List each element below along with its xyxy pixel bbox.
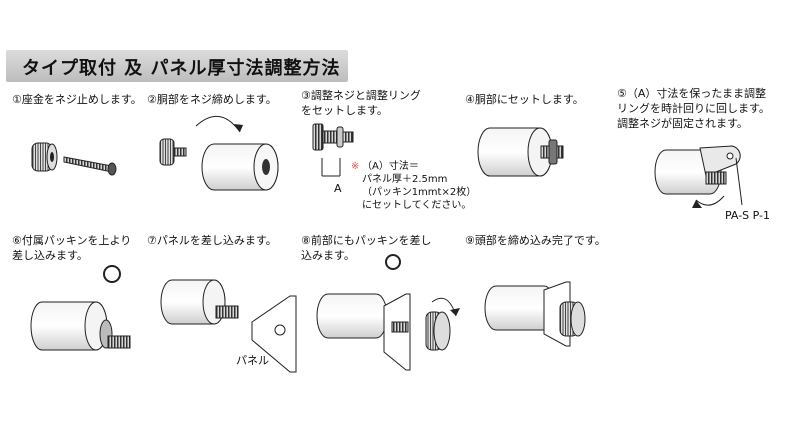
step-5-caption: ⑤（A）寸法を保ったまま調整 リングを時計回りに回します。 調整ネジが固定されま… — [617, 87, 770, 130]
step-3-caption: ③調整ネジと調整リング をセットします。 — [301, 89, 421, 117]
step-6-assembly — [30, 265, 131, 351]
step-5-assembly — [654, 145, 743, 208]
step-1-caption: ①座金をネジ止めします。 — [12, 93, 142, 106]
step-6-caption: ⑥付属パッキンを上より 差し込みます。 — [12, 234, 132, 262]
step-8-caption: ⑧前部にもパッキンを差し 込みます。 — [301, 234, 432, 262]
dimension-a-label: A — [334, 182, 342, 195]
panel-label: パネル — [236, 354, 269, 367]
step-1-washer-and-screw — [31, 142, 117, 176]
step-3-adjusting-screw — [312, 123, 354, 177]
step-4-assembly — [477, 127, 564, 177]
title-bar: タイプ取付 及 パネル厚寸法調整方法 — [6, 50, 348, 82]
step-4-caption: ④胴部にセットします。 — [465, 93, 584, 106]
step-8-assembly — [316, 254, 460, 371]
step-9-caption: ⑨頭部を締め込み完了です。 — [465, 234, 606, 247]
step-2-body — [159, 116, 279, 191]
step-2-caption: ②胴部をネジ締めします。 — [147, 93, 277, 106]
note-mark: ※ — [351, 161, 360, 172]
step-7-caption: ⑦パネルを差し込みます。 — [147, 234, 277, 247]
step-9-assembly — [484, 281, 586, 347]
dimension-note: （A）寸法＝ パネル厚＋2.5mm （パッキン1mmt×2枚） にセットしてくだ… — [362, 161, 477, 211]
step-7-assembly — [160, 279, 297, 373]
model-label: PA-S P-1 — [725, 209, 771, 222]
page-title: タイプ取付 及 パネル厚寸法調整方法 — [22, 58, 341, 79]
